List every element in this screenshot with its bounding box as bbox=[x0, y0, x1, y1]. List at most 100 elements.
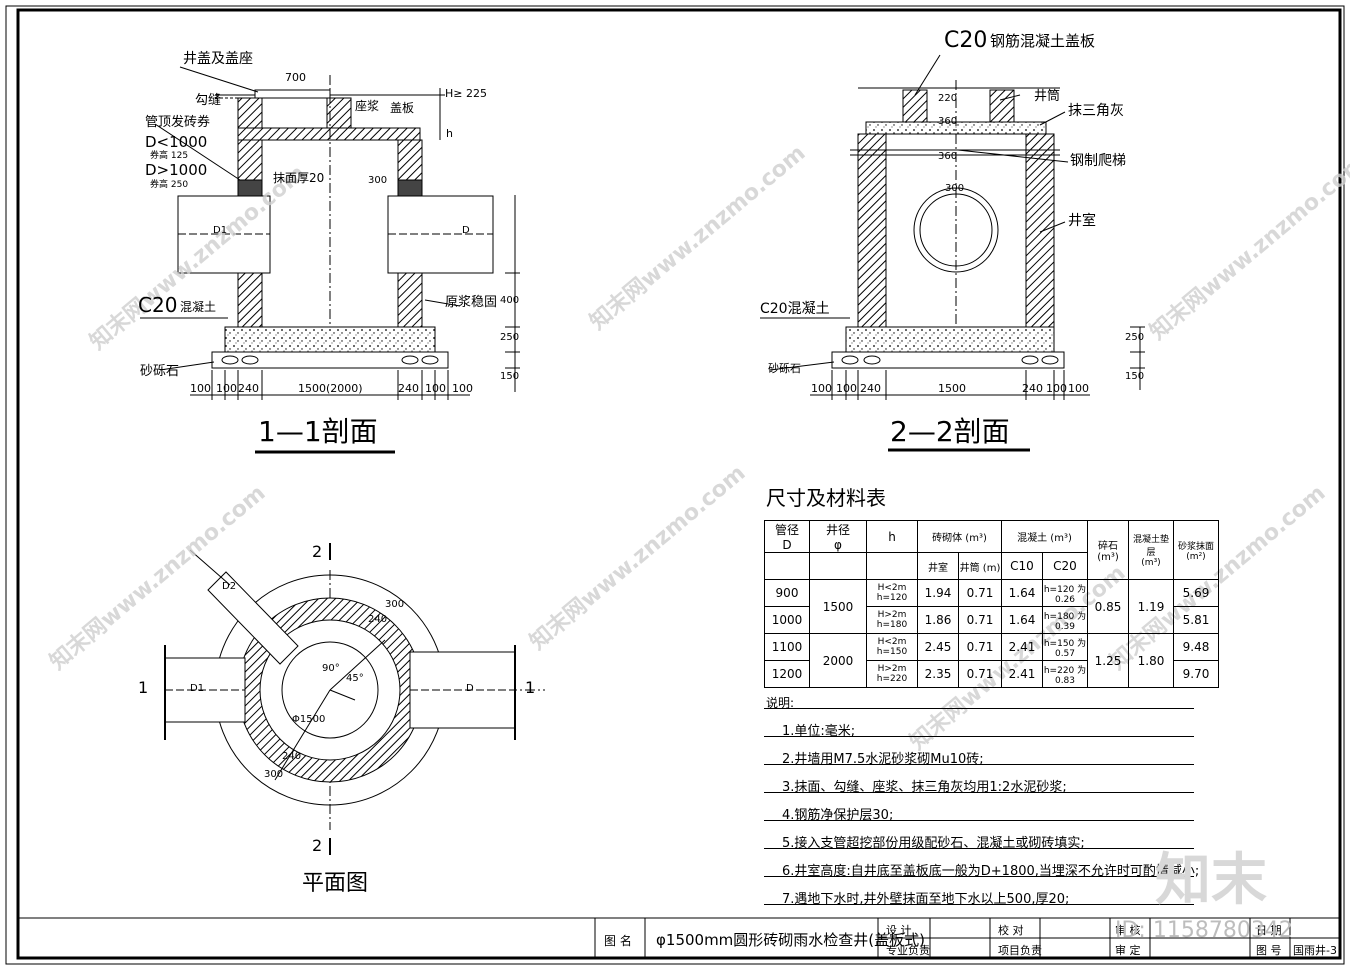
plan-label-l300: 300 bbox=[264, 769, 284, 780]
label-c20: C20 bbox=[138, 293, 178, 317]
note-item: 7.遇地下水时,井外壁抹面至地下水以上500,厚20; bbox=[782, 892, 1070, 907]
section-2-2-drawing bbox=[760, 54, 1145, 400]
plan-label-r240: 240 bbox=[368, 614, 388, 625]
table-title: 尺寸及材料表 bbox=[766, 486, 886, 510]
label-d-gt: D>1000 bbox=[145, 161, 208, 179]
dim-bottom-2: 100 bbox=[1068, 382, 1089, 395]
dim-700: 700 bbox=[285, 71, 306, 84]
label-shali-2: 砂砾石 bbox=[768, 362, 801, 375]
note-item: 5.接入支管超挖部份用级配砂石、混凝土或砌砖填实; bbox=[782, 836, 1085, 851]
dim-bottom-2: 100 bbox=[811, 382, 832, 395]
dim-bottom: 100 bbox=[425, 382, 446, 395]
table-row: 900 1500 H<2m h=120 1.94 0.71 1.64 h=120… bbox=[764, 579, 1219, 634]
label-pipe-d: D bbox=[462, 225, 470, 236]
th-c10: C10 bbox=[1001, 552, 1043, 580]
table-row: 1000 H>2m h=180 1.86 0.71 1.64 h=180 为0.… bbox=[764, 606, 1219, 634]
dim-bottom-2: 1500 bbox=[938, 382, 966, 395]
note-item: 2.井墙用M7.5水泥砂浆砌Mu10砖; bbox=[782, 752, 984, 767]
plan-mark-1-left: 1 bbox=[138, 678, 149, 697]
label-c20-concrete: C20混凝土 bbox=[760, 301, 830, 317]
tb-label-name: 图 名 bbox=[604, 934, 632, 948]
label-hunningtu: 混凝土 bbox=[180, 300, 217, 314]
plan-label-d2: D2 bbox=[222, 581, 237, 592]
inner-border bbox=[16, 8, 1342, 960]
table-row: 1200 H>2m h=220 2.35 0.71 2.41 h=220 为0.… bbox=[764, 660, 1219, 688]
tb-project-lead: 项目负责 bbox=[998, 944, 1042, 957]
dim-bottom: 240 bbox=[398, 382, 419, 395]
dim-300b: 300 bbox=[945, 183, 965, 194]
plan-label-d: D bbox=[466, 683, 474, 694]
th-empty bbox=[809, 552, 867, 580]
label-ladder: 钢制爬梯 bbox=[1070, 153, 1126, 169]
label-pipe-d1: D1 bbox=[213, 225, 228, 236]
label-c20-slab: C20 bbox=[944, 28, 988, 53]
tb-review: 审 核 bbox=[1115, 924, 1141, 937]
dim-150b: 150 bbox=[1125, 371, 1145, 382]
plan-label-phi: Φ1500 bbox=[292, 714, 326, 725]
plan-mark-2-bottom: 2 bbox=[312, 836, 323, 855]
th-concrete: 混凝土 (m³) bbox=[1001, 520, 1088, 553]
plan-drawing bbox=[164, 549, 545, 830]
note-item: 4.钢筋净保护层30; bbox=[782, 808, 894, 823]
title-block-frame bbox=[17, 917, 1341, 959]
section-1-1-drawing bbox=[140, 66, 520, 400]
label-jingtong: 井筒 bbox=[1034, 89, 1061, 104]
label-cover: 井盖及盖座 bbox=[183, 51, 253, 67]
tb-sheet-value: 国雨井-3 bbox=[1293, 944, 1337, 957]
label-pipe-brick: 管顶发砖券 bbox=[145, 115, 211, 130]
watermark-id: ID: 1158780342 bbox=[1115, 918, 1293, 943]
label-gaiban: 盖板 bbox=[390, 101, 415, 115]
th-shaft: 井筒 (m) bbox=[958, 552, 1002, 580]
dim-h225: H≥ 225 bbox=[445, 87, 487, 100]
label-quan250: 券高 250 bbox=[150, 180, 189, 190]
dim-bottom: 100 bbox=[190, 382, 211, 395]
plan-mark-1-right: 1 bbox=[525, 678, 536, 697]
plan-label-d1: D1 bbox=[190, 683, 205, 694]
dim-bottom-2: 240 bbox=[1022, 382, 1043, 395]
label-triangle: 抹三角灰 bbox=[1068, 103, 1124, 119]
dim-360a: 360 bbox=[938, 116, 958, 127]
dim-150: 150 bbox=[500, 371, 520, 382]
dim-bottom: 100 bbox=[216, 382, 237, 395]
tb-sheet-no: 图 号 bbox=[1256, 944, 1282, 957]
label-yuanjiang: 原浆稳固 bbox=[445, 295, 498, 310]
dim-400: 400 bbox=[500, 295, 520, 306]
th-masonry: 砖砌体 (m³) bbox=[917, 520, 1002, 553]
outer-border bbox=[5, 5, 1345, 965]
plan-label-l240: 240 bbox=[282, 751, 302, 762]
plan-label-r300: 300 bbox=[385, 599, 405, 610]
th-mortar: 砂浆抹面(m²) bbox=[1173, 520, 1219, 580]
label-slab-text: 钢筋混凝土盖板 bbox=[990, 32, 1096, 50]
dim-bottom-2: 100 bbox=[836, 382, 857, 395]
dim-bottom-2: 100 bbox=[1046, 382, 1067, 395]
plan-label-a90: 90° bbox=[322, 663, 340, 674]
section-1-1-title: 1—1剖面 bbox=[258, 415, 378, 448]
th-cushion: 混凝土垫层(m³) bbox=[1128, 520, 1174, 580]
plan-mark-2-top: 2 bbox=[312, 542, 323, 561]
label-d-lt: D<1000 bbox=[145, 133, 208, 151]
tb-approve: 审 定 bbox=[1115, 944, 1141, 957]
th-h: h bbox=[866, 520, 918, 553]
th-gravel: 碎石(m³) bbox=[1087, 520, 1129, 580]
dim-bottom-2: 240 bbox=[860, 382, 881, 395]
th-chamber: 井室 bbox=[917, 552, 959, 580]
note-item: 6.井室高度:自井底至盖板底一般为D+1800,当埋深不允许时可酌情减小; bbox=[782, 864, 1200, 879]
th-c20: C20 bbox=[1042, 552, 1088, 580]
dim-250: 250 bbox=[500, 332, 520, 343]
label-jingshi: 井室 bbox=[1068, 213, 1096, 229]
tb-lead: 专业负责 bbox=[886, 944, 930, 957]
plan-title: 平面图 bbox=[302, 871, 369, 896]
th-empty bbox=[764, 552, 810, 580]
watermark-brand: 知末 bbox=[1155, 848, 1267, 913]
tb-date: 日 期 bbox=[1256, 924, 1282, 937]
notes-heading: 说明: bbox=[766, 696, 795, 710]
section-2-2-title: 2—2剖面 bbox=[890, 415, 1010, 448]
table-row: 1100 2000 H<2m h=150 2.45 0.71 2.41 h=15… bbox=[764, 633, 1219, 688]
tb-drawing-name: φ1500mm圆形砖砌雨水检查井(盖板式) bbox=[656, 931, 925, 949]
tb-check: 校 对 bbox=[998, 924, 1024, 937]
